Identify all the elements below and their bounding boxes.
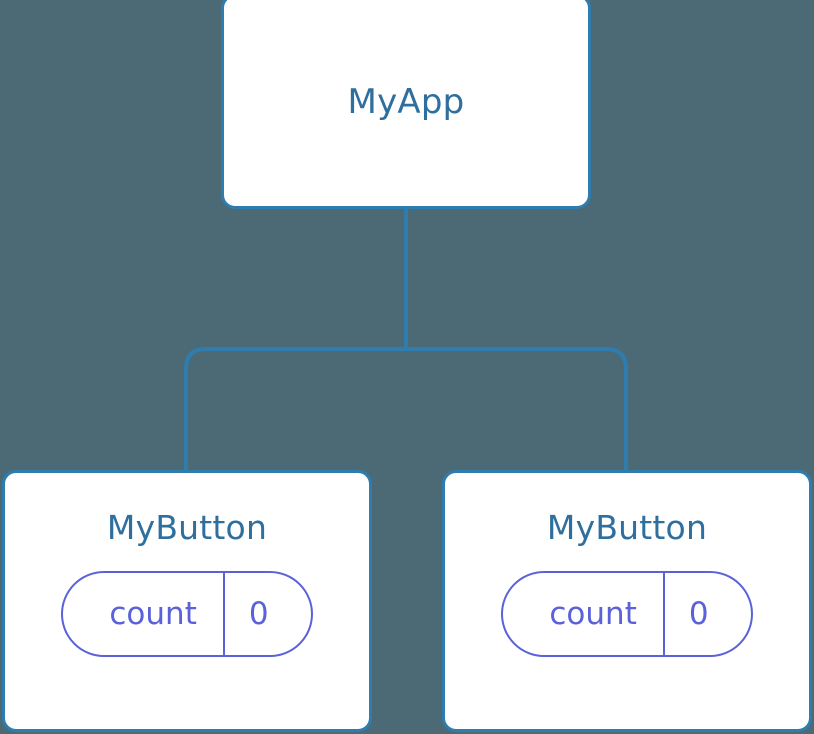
tree-node-mybutton-1[interactable]: MyButton count 0 bbox=[442, 470, 812, 732]
edge-children-bus bbox=[184, 347, 628, 471]
state-key-1: count bbox=[549, 595, 637, 632]
node-title-myapp: MyApp bbox=[347, 81, 465, 122]
state-pill-1[interactable]: count 0 bbox=[501, 571, 753, 657]
state-pill-0[interactable]: count 0 bbox=[61, 571, 313, 657]
state-key-0: count bbox=[109, 595, 197, 632]
tree-node-myapp[interactable]: MyApp bbox=[221, 0, 591, 209]
tree-node-mybutton-0[interactable]: MyButton count 0 bbox=[2, 470, 372, 732]
node-title-mybutton-0: MyButton bbox=[106, 508, 268, 547]
state-value-1: 0 bbox=[662, 573, 751, 655]
state-value-0: 0 bbox=[222, 573, 311, 655]
node-title-mybutton-1: MyButton bbox=[546, 508, 708, 547]
